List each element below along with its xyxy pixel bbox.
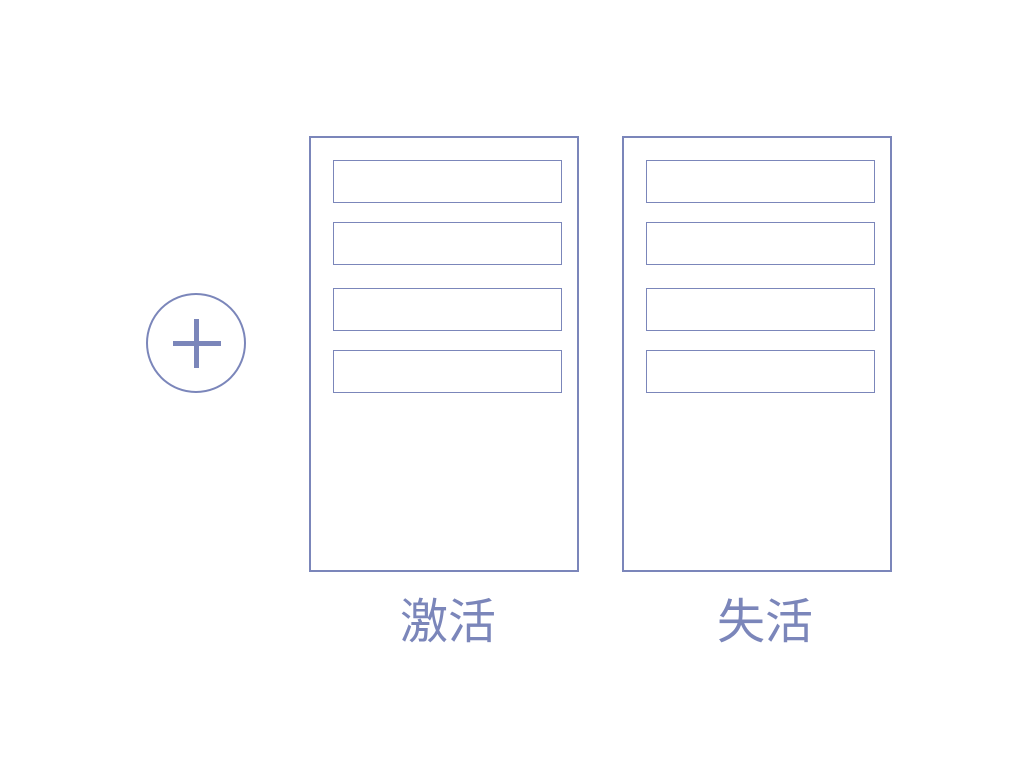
add-button[interactable] [146, 293, 246, 393]
inactive-slot-4[interactable] [646, 350, 875, 393]
panel-active-label: 激活 [399, 594, 496, 650]
panel-inactive [622, 136, 892, 572]
active-slot-1[interactable] [333, 160, 562, 203]
active-slot-3[interactable] [333, 288, 562, 331]
plus-icon-stem [194, 319, 199, 368]
inactive-slot-3[interactable] [646, 288, 875, 331]
active-slot-4[interactable] [333, 350, 562, 393]
active-slot-2[interactable] [333, 222, 562, 265]
panel-active [309, 136, 579, 572]
inactive-slot-2[interactable] [646, 222, 875, 265]
inactive-slot-1[interactable] [646, 160, 875, 203]
panel-inactive-label: 失活 [716, 594, 813, 650]
